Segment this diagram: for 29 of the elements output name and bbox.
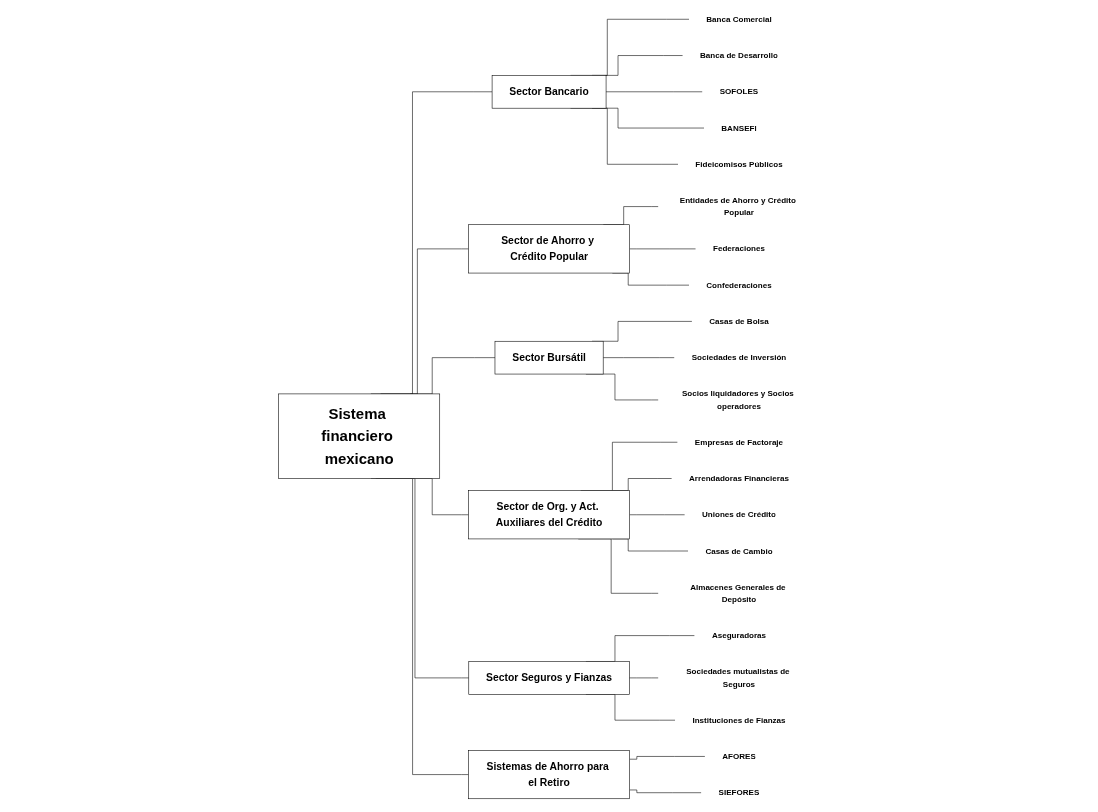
node-text: BANSEFI: [721, 123, 757, 133]
node-text: Casas de Cambio: [705, 546, 773, 556]
node-text: Fideicomisos Públicos: [695, 159, 783, 169]
node-text: Sociedades de Inversión: [691, 352, 787, 362]
node-text: Uniones de Crédito: [701, 509, 776, 520]
node-box: [278, 393, 440, 479]
node-box: [491, 75, 607, 109]
node-text: Arrendadoras Financieras: [688, 473, 789, 483]
node-text: Federaciones: [712, 244, 765, 254]
node-text: Empresas de Factoraje: [694, 437, 784, 447]
node-text: SIEFORES: [718, 787, 760, 798]
node-text: Banca Comercial: [706, 14, 772, 24]
node-text: Casas de Bolsa: [709, 316, 769, 326]
node-text: Socios liquidadores y Socios operadores: [681, 389, 794, 411]
node-text: AFORES: [722, 751, 756, 761]
node-text: Aseguradoras: [711, 630, 766, 640]
node-box: [494, 340, 604, 375]
node-text: SOFOLES: [719, 86, 759, 97]
node-box: [468, 224, 630, 274]
node-text: Almacenes Generales de Depósito: [690, 582, 786, 604]
node-box: [468, 490, 630, 540]
node-box: [468, 661, 630, 695]
node-box: [468, 750, 630, 800]
node-text: Banca de Desarrollo: [699, 50, 778, 60]
node-text: Entidades de Ahorro y Crédito Popular: [679, 195, 796, 217]
node-text: Sociedades mutualistas de Seguros: [686, 666, 790, 689]
node-text: Instituciones de Fianzas: [692, 715, 786, 725]
node-text: Confederaciones: [706, 280, 772, 290]
organization-chart: Sistema financiero mexicano Sector Bancario Banca Comercial Banca de Desarrollo SOFOLES BANSEFI Fideicomisos Públicos Sector de Ahorro y Crédito Popular Entidades de Ahorro y Crédito Popular Federaciones Confederaciones Sector Bursátil Casas de Bolsa Sociedades de Inversión Socios liquidadores y Socios operadores Sector de Org. y Act. Auxiliares del Crédito Empresas de Factoraje Arrendadoras Financieras Uniones de Crédito Casas de Cambio Almacenes Generales de Depósito Sector Seguros y Fianzas Aseguradoras Sociedades mutualistas de Seguros Instituciones de Fianzas Sistemas de Ahorro para el Retiro AFORES SIEFORES: [273, 0, 825, 812]
